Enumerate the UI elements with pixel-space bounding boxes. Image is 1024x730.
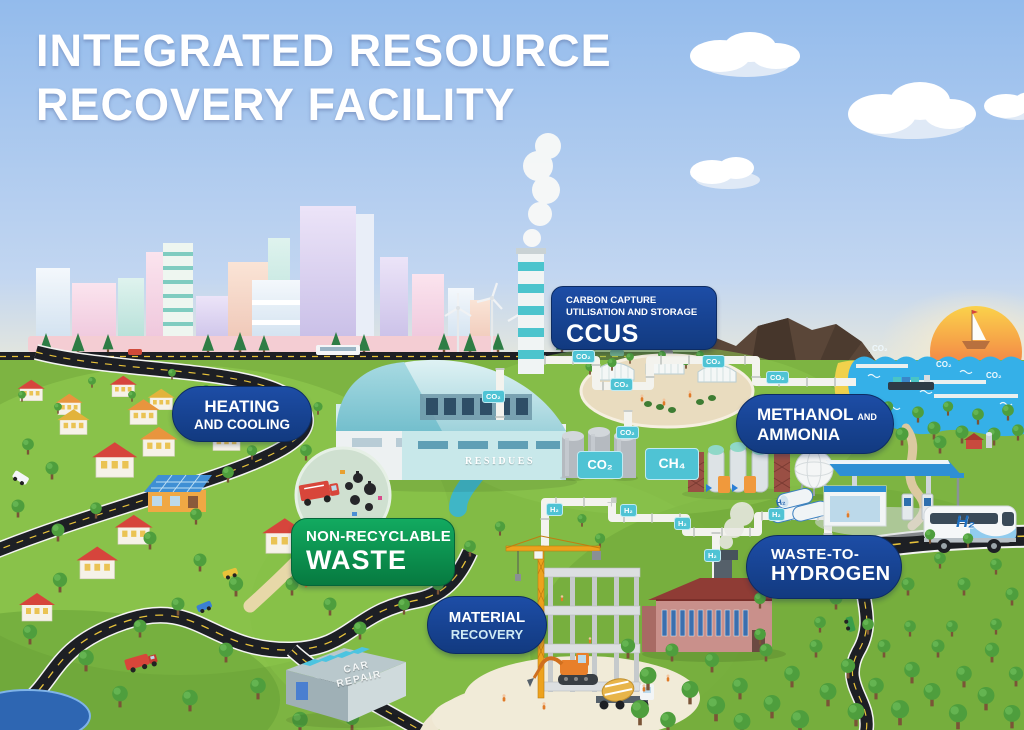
ammonia-line: AMMONIA — [757, 425, 841, 444]
building-frame — [543, 567, 641, 692]
waste-bags-icon — [345, 471, 376, 511]
smokestack — [516, 133, 561, 374]
pipe-label-co2: CO₂ — [702, 355, 725, 369]
badge-non-recyclable-waste: NON-RECYCLABLE WASTE — [291, 518, 455, 586]
barge-icon — [888, 375, 934, 390]
wth-line1: WASTE-TO- — [771, 546, 860, 563]
methanol-main: METHANOL — [757, 405, 854, 424]
ccus-subtitle2: UTILISATION AND STORAGE — [566, 307, 698, 319]
residues-label: RESIDUES — [464, 456, 536, 467]
city-skyline — [28, 206, 498, 352]
material-line1: MATERIAL — [448, 608, 526, 626]
pipe-label-co2: CO₂ — [616, 426, 639, 440]
mountains — [686, 318, 876, 361]
excavator-icon — [527, 653, 598, 687]
ccus-title: CCUS — [566, 319, 639, 348]
page-title: INTEGRATED RESOURCE RECOVERY FACILITY — [36, 24, 612, 132]
pipe-label-h2: H₂ — [620, 504, 637, 518]
clouds — [690, 32, 1024, 189]
forest — [620, 401, 1024, 730]
title-line1: INTEGRATED RESOURCE — [36, 25, 612, 76]
sea-co2-label: CO₂ — [936, 360, 952, 369]
barn-icon — [964, 432, 992, 449]
car-repair-building — [286, 647, 410, 728]
pipe-label-h2: H₂ — [546, 503, 563, 517]
waste-line1: NON-RECYCLABLE — [306, 528, 452, 545]
badge-material-recovery: MATERIAL RECOVERY — [427, 596, 547, 654]
pipe-label-h2: H₂ — [704, 549, 721, 563]
pipe-label-h2: H₂ — [768, 508, 785, 522]
main-facility — [327, 133, 577, 492]
badge-heating-cooling: HEATING AND COOLING — [172, 386, 312, 442]
heating-line1: HEATING — [204, 396, 280, 416]
pipe-label-h2: H₂ — [674, 517, 691, 531]
sea-co2-label: CO₂ — [986, 371, 1002, 380]
pond — [0, 689, 91, 730]
pipe-label-co2: CO₂ — [610, 378, 633, 392]
sailboat-icon — [962, 310, 990, 349]
ch4-tank-label: CH₄ — [645, 448, 699, 480]
fuel-pump-icon — [901, 493, 914, 521]
badge-waste-to-hydrogen: WASTE-TO- HYDROGEN — [746, 535, 902, 599]
housing-area — [18, 376, 476, 621]
h2-tank-label: H₂ — [775, 497, 787, 508]
garbage-truck-icon — [298, 480, 340, 506]
greenhouses — [579, 353, 755, 429]
title-line2: RECOVERY FACILITY — [36, 79, 516, 130]
waste-line2: WASTE — [306, 545, 408, 575]
pipe-label-co2: CO₂ — [482, 390, 505, 404]
solar-shop — [144, 474, 212, 512]
ccus-subtitle1: CARBON CAPTURE — [566, 295, 657, 306]
heating-line2: AND COOLING — [194, 416, 290, 432]
co2-tank-label: CO₂ — [577, 451, 623, 479]
badge-ccus: CARBON CAPTURE UTILISATION AND STORAGE C… — [551, 286, 717, 350]
pipe-label-co2: CO₂ — [572, 350, 595, 364]
sea-co2-label: CO₂ — [872, 344, 888, 353]
pipe-label-co2: CO₂ — [766, 371, 789, 385]
material-line2: RECOVERY — [450, 626, 524, 642]
road-vehicles — [12, 470, 856, 673]
methanol-and: AND — [857, 412, 877, 422]
bus-h2-label: H₂ — [956, 512, 975, 531]
wth-line2: HYDROGEN — [771, 563, 891, 585]
